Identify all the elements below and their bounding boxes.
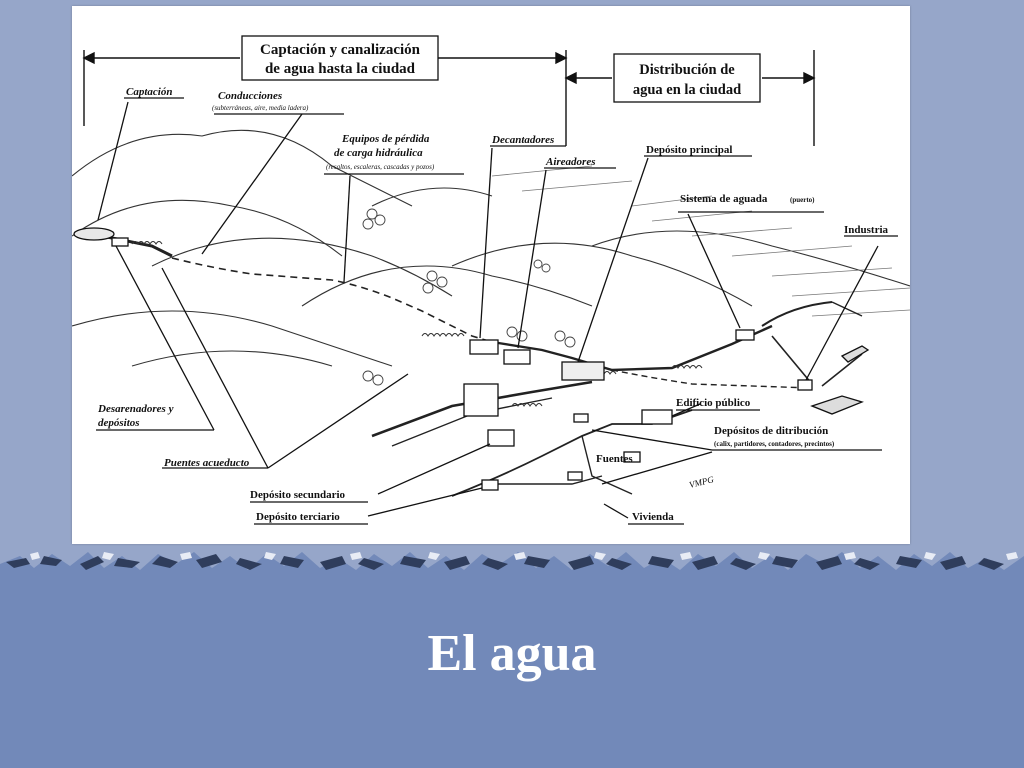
label-equipos-1: Equipos de pérdida [341, 133, 430, 145]
section-right-line1: Distribución de [639, 62, 735, 78]
label-puentes-acueducto: Puentes acueducto [164, 457, 250, 469]
label-depositos-distribucion: Depósitos de ditribución [714, 425, 828, 437]
label-desarenadores-2: depósitos [98, 417, 140, 429]
structures [73, 227, 870, 491]
landscape-hills [72, 129, 910, 367]
section-arrows [82, 50, 816, 146]
label-deposito-secundario: Depósito secundario [250, 489, 346, 501]
label-equipos-2: de carga hidráulica [334, 147, 423, 159]
section-right-line2: agua en la ciudad [633, 82, 741, 98]
label-depositos-distribucion-sub: (calix, partidores, contadores, precinto… [714, 440, 835, 448]
label-fuentes: Fuentes [596, 453, 633, 465]
label-decantadores: Decantadores [491, 134, 554, 146]
tree-clusters [362, 208, 576, 386]
diagram-canvas: Captación y canalización de agua hasta l… [72, 35, 910, 525]
label-sistema-aguada: Sistema de aguada [680, 193, 768, 205]
label-deposito-terciario: Depósito terciario [256, 511, 340, 523]
label-aireadores: Aireadores [545, 156, 596, 168]
bottom-panel [0, 570, 1024, 768]
aqueduct-diagram: Captación y canalización de agua hasta l… [72, 6, 910, 544]
label-equipos-sub: (resaltos, escaleras, cascadas y pozos) [326, 163, 435, 171]
section-left-box [241, 35, 439, 81]
section-right-box [613, 53, 761, 103]
label-edificio-publico: Edificio público [676, 397, 751, 409]
leader-lines [97, 101, 879, 519]
section-left-line1: Captación y canalización [260, 42, 421, 58]
label-captacion: Captación [126, 86, 172, 98]
label-conducciones-sub: (subterráneas, aire, media ladera) [212, 104, 309, 112]
artist-signature: VMPG [688, 474, 715, 490]
label-underlines [96, 97, 898, 525]
section-left-line2: de agua hasta la ciudad [265, 61, 416, 77]
slide-title: El agua [427, 625, 597, 682]
label-sistema-aguada-sub: (puerto) [790, 196, 815, 204]
label-desarenadores-1: Desarenadores y [97, 403, 174, 415]
label-deposito-principal: Depósito principal [646, 144, 732, 156]
label-conducciones: Conducciones [218, 90, 282, 102]
torn-edge-decoration [0, 552, 1024, 592]
label-vivienda: Vivienda [632, 511, 674, 523]
sea-hatching [491, 165, 910, 317]
label-industria: Industria [844, 224, 889, 236]
